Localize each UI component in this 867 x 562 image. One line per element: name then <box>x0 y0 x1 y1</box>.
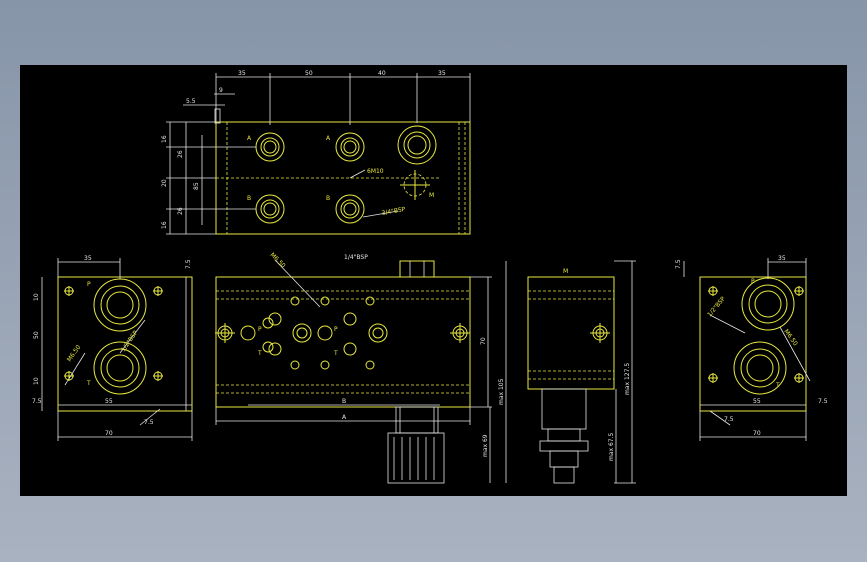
top-label-a2: A <box>326 135 331 142</box>
left-label-t: T <box>86 380 91 387</box>
left-port-p <box>93 278 147 332</box>
front-label-t1: T <box>257 350 262 357</box>
left-dim-v2: 50 <box>33 331 40 339</box>
top-port-p <box>397 125 437 165</box>
front-dim-height: 70 <box>480 337 487 345</box>
dim-left-5: 16 <box>161 221 168 229</box>
left-callout-thread: M6.50 <box>66 344 82 363</box>
left-dim-bottom-1: 55 <box>105 398 113 405</box>
top-port-b2 <box>335 194 365 224</box>
top-view: A A B B M 6M10 3/4"BSP 35 50 40 35 5.5 9 <box>161 70 471 235</box>
right-label-p: P <box>751 278 755 285</box>
right-side-body <box>699 276 807 412</box>
right-dim-bottom-1: 55 <box>753 398 761 405</box>
right-callout-bsp: 1/2"BSP <box>706 295 727 318</box>
dim-top-3: 40 <box>378 70 386 77</box>
dim-left-2: 26 <box>177 150 184 158</box>
left-dim-v3: 10 <box>33 377 40 385</box>
top-dimensions: 35 50 40 35 5.5 9 <box>183 70 471 125</box>
front-label-p2: P <box>334 326 338 333</box>
left-dim-top: 35 <box>84 255 92 262</box>
top-left-dimensions: 16 26 20 26 16 85 <box>161 121 256 235</box>
front-label-p1: P <box>258 326 262 333</box>
left-callout-bsp: 1/2"BSP <box>120 329 140 353</box>
mid-dim-max67: max 67.5 <box>608 432 615 461</box>
dim-top-4: 35 <box>438 70 446 77</box>
mid-side-view: M max 127.5 max 67.5 <box>527 260 636 484</box>
right-dim-bottom-right: 7.5 <box>818 398 828 405</box>
top-label-a1: A <box>247 135 252 142</box>
mid-dim-max127: max 127.5 <box>624 363 631 395</box>
front-solenoid <box>387 406 445 484</box>
dim-small-1: 5.5 <box>186 98 196 105</box>
left-dim-right-top: 7.5 <box>185 259 192 269</box>
right-dim-bottom-2: 70 <box>753 430 761 437</box>
right-dim-bottom-diag: 7.5 <box>724 416 734 423</box>
dim-left-3: 20 <box>161 179 168 187</box>
front-view: P T P T M6.50 1/4"BSP A B 70 <box>215 251 507 484</box>
top-label-m: M <box>429 192 434 199</box>
left-dim-v1: 10 <box>33 293 40 301</box>
dim-left-overall: 85 <box>193 182 200 190</box>
dim-small-2: 9 <box>219 87 223 94</box>
left-side-view: P T 1/2"BSP M6.50 35 10 50 10 7.5 55 70 … <box>32 255 193 441</box>
front-dim-b: B <box>342 398 346 405</box>
front-dim-max105: max 105 <box>498 378 505 405</box>
right-dim-top: 35 <box>778 255 786 262</box>
mid-valve-stem <box>539 388 589 484</box>
dim-left-1: 16 <box>161 135 168 143</box>
front-ports <box>215 296 470 370</box>
right-side-view: P T 1/2"BSP M6.50 35 7.5 55 70 7.5 7.5 <box>675 255 828 441</box>
top-label-b2: B <box>326 195 330 202</box>
front-callout-bsp: 1/4"BSP <box>344 254 368 261</box>
right-port-p <box>741 277 795 331</box>
front-view-body <box>215 276 471 408</box>
right-dim-left-top: 7.5 <box>675 259 682 269</box>
dim-top-1: 35 <box>238 70 246 77</box>
right-callout-thread: M6.50 <box>782 328 798 347</box>
left-label-p: P <box>87 281 91 288</box>
front-label-t2: T <box>333 350 338 357</box>
left-port-t <box>93 341 147 395</box>
cad-drawing: A A B B M 6M10 3/4"BSP 35 50 40 35 5.5 9 <box>32 70 828 484</box>
cad-drawing-canvas: A A B B M 6M10 3/4"BSP 35 50 40 35 5.5 9 <box>20 65 847 496</box>
top-label-b1: B <box>247 195 251 202</box>
top-callout-bsp: 3/4"BSP <box>381 206 406 217</box>
left-dim-bottom-left: 7.5 <box>32 398 42 405</box>
front-top-fitting <box>399 260 435 278</box>
front-dim-a: A <box>342 414 347 421</box>
mid-label-m: M <box>563 268 568 275</box>
left-dim-bottom-diag: 7.5 <box>144 419 154 426</box>
top-port-b1 <box>255 194 285 224</box>
right-label-t: T <box>775 382 780 389</box>
left-dim-bottom-2: 70 <box>105 430 113 437</box>
top-port-a1 <box>255 132 285 162</box>
top-port-a2 <box>335 132 365 162</box>
dim-left-4: 26 <box>177 207 184 215</box>
left-side-body <box>57 276 193 412</box>
dim-top-2: 50 <box>305 70 313 77</box>
front-callout-thread: M6.50 <box>269 251 287 269</box>
top-callout-thread: 6M10 <box>367 168 384 175</box>
right-port-t <box>733 341 787 395</box>
front-dim-max69: max 69 <box>482 434 489 457</box>
